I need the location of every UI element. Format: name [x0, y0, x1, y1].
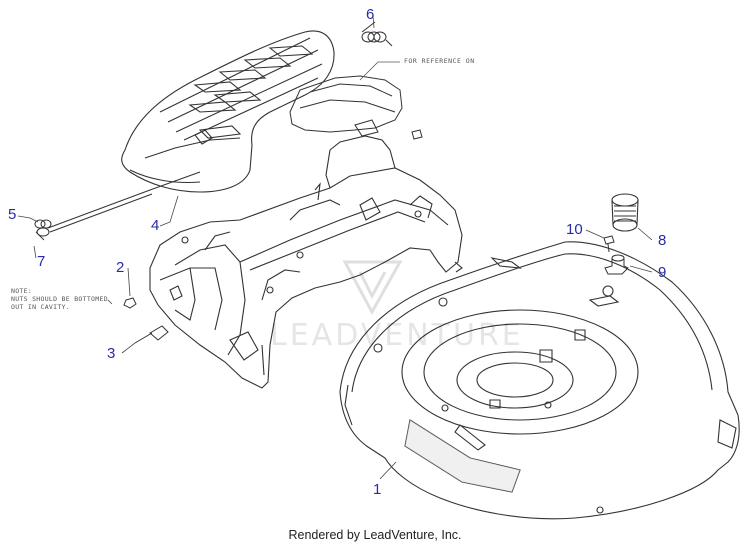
callout-10[interactable]: 10	[566, 221, 583, 238]
knob-part-8	[611, 193, 639, 232]
nut-part-2	[123, 297, 137, 309]
spring-part-6	[361, 21, 393, 47]
note-heading: NOTE:	[11, 287, 33, 295]
screw-part-3	[134, 325, 169, 344]
fitting-part-9	[604, 254, 629, 275]
deck-housing	[339, 241, 740, 520]
reference-label: FOR REFERENCE ON	[404, 57, 475, 65]
watermark-logo	[342, 260, 403, 316]
leader-lines	[17, 15, 653, 480]
footer-credit: Rendered by LeadVenture, Inc.	[288, 528, 462, 542]
watermark-text: LEADVENTURE	[270, 318, 524, 353]
deck-shading	[405, 420, 520, 492]
clip-part	[411, 129, 423, 140]
frame-housing	[149, 135, 463, 389]
callout-3[interactable]: 3	[107, 345, 116, 362]
cover-assembly	[121, 30, 335, 193]
callout-7[interactable]: 7	[37, 253, 46, 270]
callout-6[interactable]: 6	[366, 6, 375, 23]
callout-5[interactable]: 5	[8, 206, 17, 223]
callout-9[interactable]: 9	[658, 264, 667, 281]
callout-4[interactable]: 4	[151, 217, 160, 234]
bolt-part-10	[603, 235, 615, 253]
reference-cover	[289, 75, 403, 137]
reference-leader	[359, 61, 400, 81]
callout-2[interactable]: 2	[116, 259, 125, 276]
callout-8[interactable]: 8	[658, 232, 667, 249]
note-line-1: NUTS SHOULD BE BOTTOMED	[11, 295, 108, 303]
callout-1[interactable]: 1	[373, 481, 382, 498]
assembly-note: NOTE: NUTS SHOULD BE BOTTOMED OUT IN CAV…	[11, 287, 108, 311]
note-line-2: OUT IN CAVITY.	[11, 303, 70, 311]
rod-assembly	[34, 171, 201, 241]
